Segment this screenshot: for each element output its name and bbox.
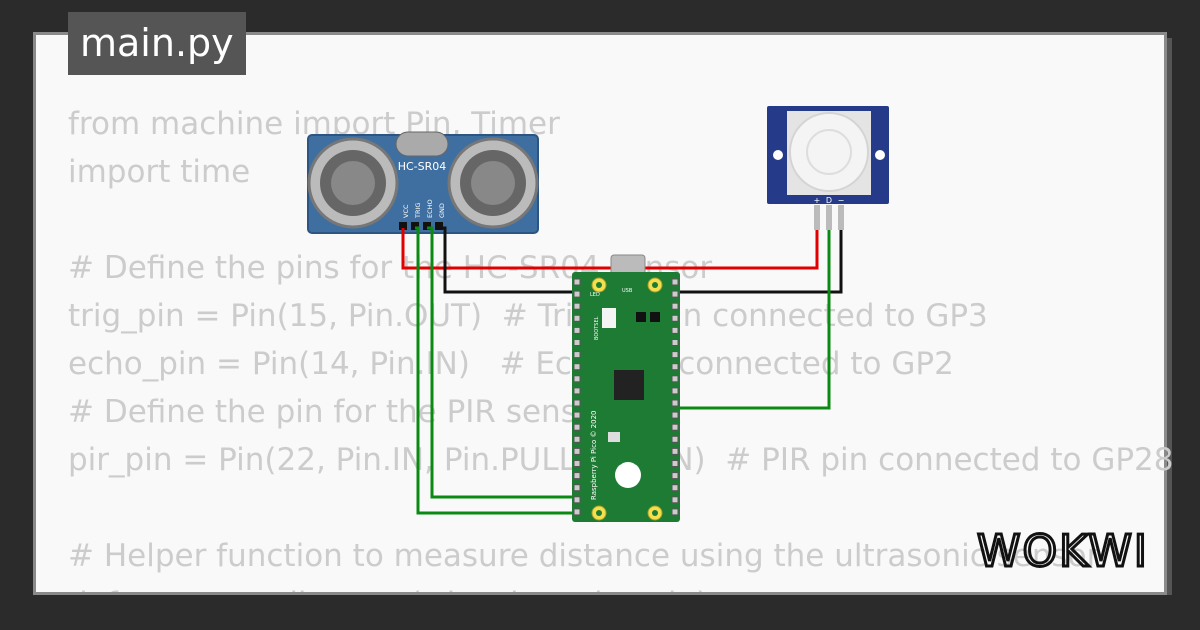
wire-echo-green	[427, 226, 578, 499]
pir-dome-ring	[806, 129, 852, 175]
pico-pin[interactable]	[573, 447, 581, 455]
pico-pin[interactable]	[573, 314, 581, 322]
pir-pin-label-d: D	[826, 196, 832, 205]
raspberry-leaf	[619, 459, 637, 465]
hcsr04-crystal	[395, 131, 449, 157]
pico-pin[interactable]	[671, 484, 679, 492]
pir-pin-gnd	[838, 205, 844, 230]
wire-trig-green	[415, 226, 578, 515]
pico-pin[interactable]	[671, 290, 679, 298]
pico-pin[interactable]	[573, 351, 581, 359]
pico-pin[interactable]	[573, 508, 581, 516]
pico-pin[interactable]	[573, 363, 581, 371]
pir-mount-hole-right	[875, 150, 885, 160]
pico-pin[interactable]	[671, 460, 679, 467]
pico-pin[interactable]	[671, 447, 679, 455]
pico-pin[interactable]	[573, 375, 581, 383]
pico-pin[interactable]	[573, 399, 581, 407]
pico-pin[interactable]	[671, 314, 679, 322]
pico-chip-small-2	[650, 312, 660, 322]
pico-pin[interactable]	[671, 278, 679, 286]
pico-pin[interactable]	[671, 339, 679, 346]
pin-label-trig: TRIG	[414, 203, 422, 219]
pir-pin-label-minus: −	[838, 196, 845, 205]
bootsel-button	[602, 308, 616, 328]
pico-pin[interactable]	[671, 326, 679, 334]
pico-pin[interactable]	[671, 363, 679, 371]
pico-pin[interactable]	[573, 423, 581, 431]
pico-pin[interactable]	[573, 326, 581, 334]
pico-pin[interactable]	[573, 411, 581, 419]
pico-pin[interactable]	[573, 339, 581, 346]
hcsr04-pin-gnd	[435, 222, 443, 230]
pico-pin[interactable]	[671, 435, 679, 443]
pico-debug-pad	[608, 432, 620, 442]
pico-usb-label: USB	[622, 288, 633, 294]
pir-mount-hole-left	[773, 150, 783, 160]
pico-pin[interactable]	[671, 472, 679, 480]
pico-pins-left	[573, 278, 581, 516]
pico-bootsel-label: BOOTSEL	[594, 316, 600, 340]
pico-brand-label: Raspberry Pi Pico © 2020	[590, 411, 598, 501]
pico-pin[interactable]	[573, 496, 581, 504]
pico-led-label: LED	[590, 292, 600, 298]
code-line: # Define the pin for the PIR sensor	[68, 394, 609, 430]
pico-pin[interactable]	[671, 302, 679, 310]
pico-pin[interactable]	[671, 508, 679, 516]
code-line: def measure_distance(trig_pin, echo_pin)…	[68, 580, 1173, 596]
pico-pin[interactable]	[671, 411, 679, 419]
pin-label-vcc: VCC	[402, 204, 410, 218]
pico-pin[interactable]	[671, 423, 679, 431]
pico-pin[interactable]	[671, 375, 679, 383]
raspberry-pi-pico[interactable]: USB LED BOOTSEL Raspberry Pi Pico © 2020	[572, 254, 680, 522]
hcsr04-pin-trig	[411, 222, 419, 230]
wire-vcc-red	[401, 228, 819, 270]
rp2040-chip	[614, 370, 644, 400]
pir-pin-label-plus: +	[814, 196, 821, 205]
frame-bottom-edge	[33, 592, 1167, 595]
code-line: # Helper function to measure distance us…	[68, 538, 1100, 574]
wires	[401, 226, 843, 515]
pico-pin[interactable]	[573, 278, 581, 286]
pico-pin[interactable]	[671, 399, 679, 407]
pir-sensor[interactable]: + D −	[767, 106, 889, 230]
wokwi-logo: WOKWI	[976, 525, 1149, 579]
hcsr04-sensor[interactable]: HC-SR04 VCC TRIG ECHO GND	[307, 131, 539, 234]
pico-pin[interactable]	[573, 290, 581, 298]
file-tab[interactable]: main.py	[68, 12, 246, 75]
pir-pin-vcc	[814, 205, 820, 230]
pico-pin[interactable]	[671, 387, 679, 395]
hcsr04-label: HC-SR04	[398, 160, 447, 173]
pir-pin-data	[826, 205, 832, 230]
transducer-left-mesh	[331, 161, 375, 205]
pin-label-gnd: GND	[438, 203, 446, 218]
pico-pin[interactable]	[671, 351, 679, 359]
pir-dome	[789, 112, 869, 192]
pico-pin[interactable]	[573, 460, 581, 467]
pico-pin[interactable]	[573, 387, 581, 395]
pico-pin[interactable]	[573, 484, 581, 492]
raspberry-logo	[615, 462, 641, 488]
pico-pin[interactable]	[671, 496, 679, 504]
hcsr04-pin-echo	[423, 222, 431, 230]
transducer-right-mesh	[471, 161, 515, 205]
wire-pir-data-green	[676, 230, 831, 410]
code-line: import time	[68, 154, 251, 190]
pico-chip-small	[636, 312, 646, 322]
pico-pin[interactable]	[573, 472, 581, 480]
bottom-mask	[0, 595, 1200, 630]
wokwi-logo-text: WOKWI	[977, 526, 1149, 577]
pin-label-echo: ECHO	[426, 199, 434, 218]
hcsr04-pin-vcc	[399, 222, 407, 230]
pico-pin[interactable]	[573, 302, 581, 310]
pico-pin[interactable]	[573, 435, 581, 443]
pico-pins-right	[671, 278, 679, 516]
